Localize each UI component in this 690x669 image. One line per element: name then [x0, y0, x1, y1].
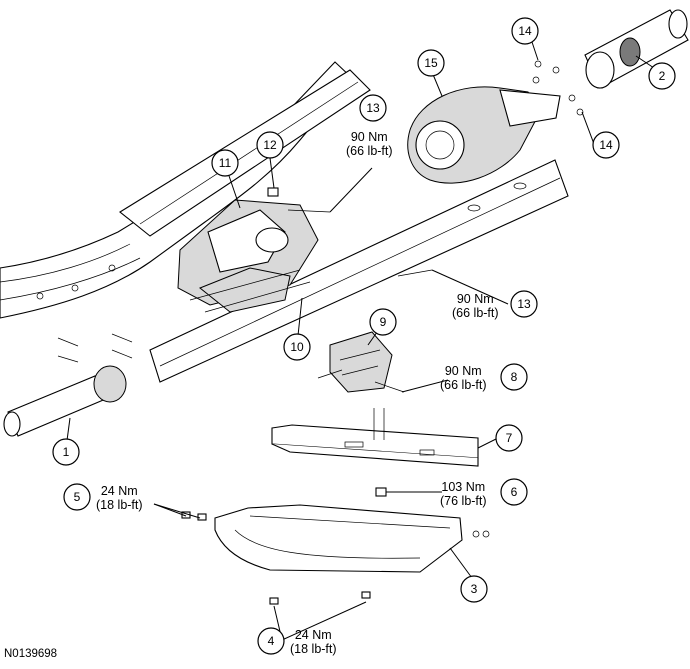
- torque-imperial: (76 lb-ft): [440, 494, 487, 508]
- torque-imperial: (66 lb-ft): [452, 306, 499, 320]
- callout-10: 10: [283, 333, 311, 361]
- callout-3-label: 3: [471, 582, 478, 596]
- callout-14-upper-label: 14: [518, 24, 532, 38]
- callout-8-label: 8: [511, 370, 518, 384]
- torque-metric: 90 Nm: [456, 292, 494, 306]
- callout-1: 1: [52, 438, 80, 466]
- callout-6: 6: [500, 478, 528, 506]
- callout-5-label: 5: [74, 490, 81, 504]
- front-driveshaft: [3, 365, 127, 437]
- torque-imperial: (66 lb-ft): [346, 144, 393, 158]
- callout-13-upper-label: 13: [366, 101, 380, 115]
- callout-4: 4: [257, 627, 285, 655]
- bolts: [57, 60, 584, 605]
- torque-imperial: (18 lb-ft): [290, 642, 337, 656]
- callout-8: 8: [500, 363, 528, 391]
- torque-metric: 24 Nm: [100, 484, 138, 498]
- torque-spec-item-8: 90 Nm (66 lb-ft): [440, 364, 487, 392]
- torque-imperial: (66 lb-ft): [440, 378, 487, 392]
- figure-id: N0139698: [4, 648, 58, 660]
- callout-2-label: 2: [659, 69, 666, 83]
- callout-9-label: 9: [380, 315, 387, 329]
- callout-10-label: 10: [290, 340, 304, 354]
- torque-spec-item-5: 24 Nm (18 lb-ft): [96, 484, 143, 512]
- torque-imperial: (18 lb-ft): [96, 498, 143, 512]
- torque-metric: 90 Nm: [350, 130, 388, 144]
- callout-15-label: 15: [424, 56, 438, 70]
- callout-12: 12: [256, 131, 284, 159]
- torque-spec-item-6: 103 Nm (76 lb-ft): [440, 480, 487, 508]
- lower-crossmember: [271, 424, 479, 467]
- callout-5: 5: [63, 483, 91, 511]
- callout-13-lower-label: 13: [517, 297, 531, 311]
- callout-2: 2: [648, 62, 676, 90]
- callout-14-upper: 14: [511, 17, 539, 45]
- torque-spec-item-13-upper: 90 Nm (66 lb-ft): [346, 130, 393, 158]
- torque-spec-item-13-lower: 90 Nm (66 lb-ft): [452, 292, 499, 320]
- callout-9: 9: [369, 308, 397, 336]
- callout-12-label: 12: [263, 138, 277, 152]
- callout-4-label: 4: [268, 634, 275, 648]
- skid-plate: [214, 504, 463, 573]
- callout-3: 3: [460, 575, 488, 603]
- torque-metric: 90 Nm: [444, 364, 482, 378]
- callout-13-lower: 13: [510, 290, 538, 318]
- rear-driveshaft: [584, 9, 689, 89]
- torque-spec-item-4: 24 Nm (18 lb-ft): [290, 628, 337, 656]
- torque-metric: 103 Nm: [441, 480, 486, 494]
- callout-13-upper: 13: [359, 94, 387, 122]
- callout-7: 7: [495, 424, 523, 452]
- transmission-mount: [317, 331, 393, 393]
- callout-markers: 1 2 3 4 5 6 7 8 9 10 11 12 13 13 14 14 1…: [52, 17, 676, 655]
- callout-15: 15: [417, 49, 445, 77]
- callout-11: 11: [211, 149, 239, 177]
- callout-14-lower: 14: [592, 131, 620, 159]
- torque-metric: 24 Nm: [294, 628, 332, 642]
- callout-1-label: 1: [63, 445, 70, 459]
- callout-6-label: 6: [511, 485, 518, 499]
- callout-7-label: 7: [506, 431, 513, 445]
- callout-14-lower-label: 14: [599, 138, 613, 152]
- crossmember: [119, 69, 569, 383]
- transmission-assembly: [177, 199, 319, 313]
- callout-11-label: 11: [219, 156, 232, 170]
- rear-differential: [407, 86, 561, 184]
